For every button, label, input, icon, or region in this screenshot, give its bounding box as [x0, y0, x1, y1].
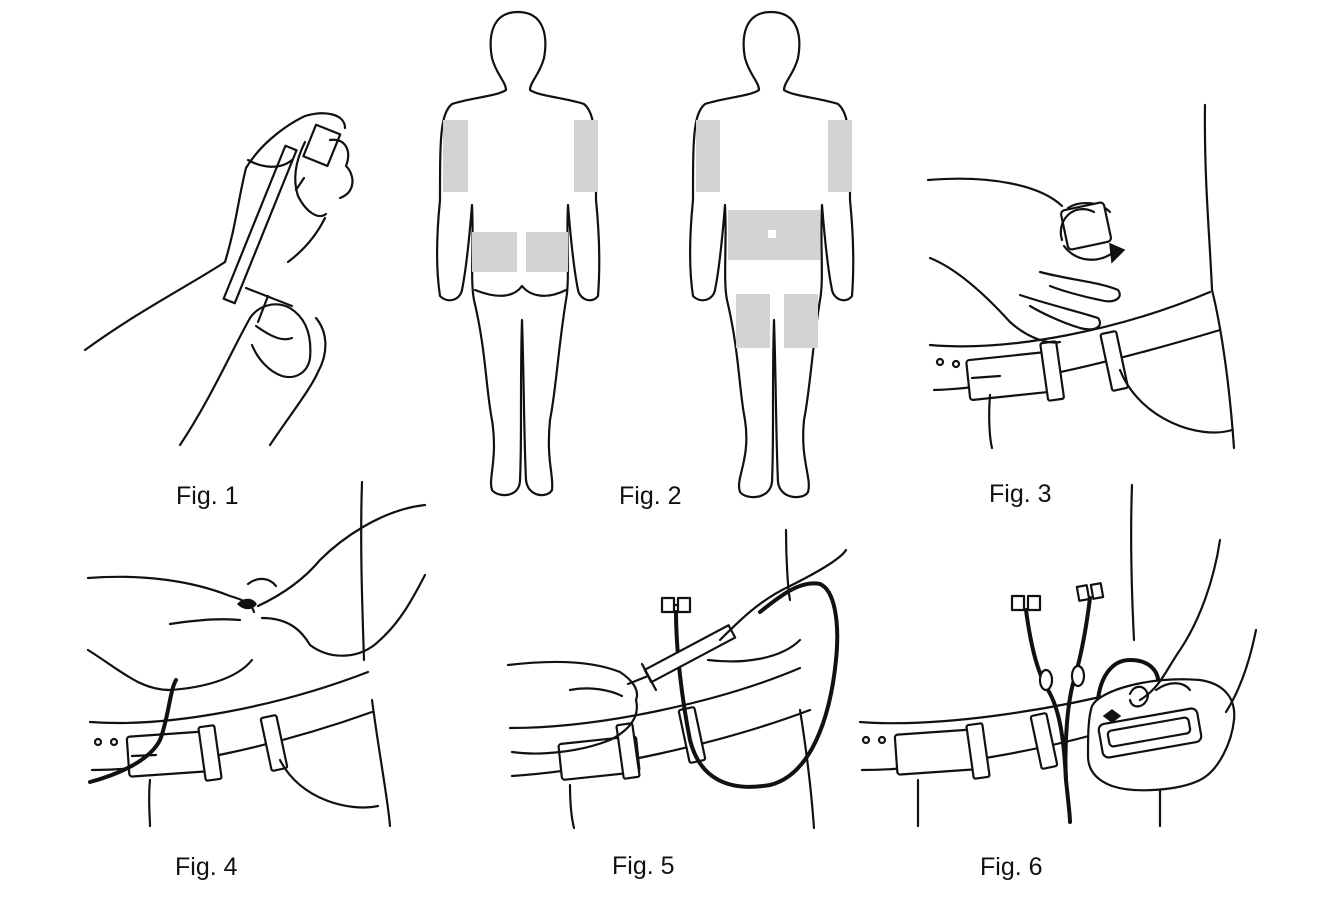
belt-icon [88, 670, 374, 782]
fig1-illustration [83, 112, 354, 447]
fig3-illustration [926, 103, 1236, 450]
fig3-caption: Fig. 3 [989, 480, 1052, 508]
belt-icon [928, 290, 1222, 402]
body-front-icon [688, 10, 855, 499]
fig6-caption: Fig. 6 [980, 853, 1043, 881]
fig4-illustration [86, 480, 427, 828]
tube-connector-icon [1010, 582, 1105, 612]
upper-hand [83, 112, 354, 352]
fig5-illustration [506, 528, 848, 830]
body-back-icon [435, 10, 601, 497]
fig2-illustration [435, 10, 855, 499]
belt-icon [508, 666, 812, 781]
fig2-caption: Fig. 2 [619, 482, 682, 510]
fig6-illustration [858, 483, 1258, 828]
lower-hand [178, 303, 327, 447]
infusion-pump-icon [1086, 678, 1236, 792]
fig5-caption: Fig. 5 [612, 852, 675, 880]
hand-holding-pump [1128, 538, 1258, 714]
hands [506, 548, 848, 755]
tube-connector-icon [660, 596, 692, 614]
hand-inserting [926, 177, 1121, 344]
rotation-arrow-icon [1059, 208, 1126, 264]
fig1-caption: Fig. 1 [176, 482, 239, 510]
fig4-caption: Fig. 4 [175, 853, 238, 881]
pinching-hands [86, 503, 427, 692]
syringe-icon [222, 123, 342, 324]
